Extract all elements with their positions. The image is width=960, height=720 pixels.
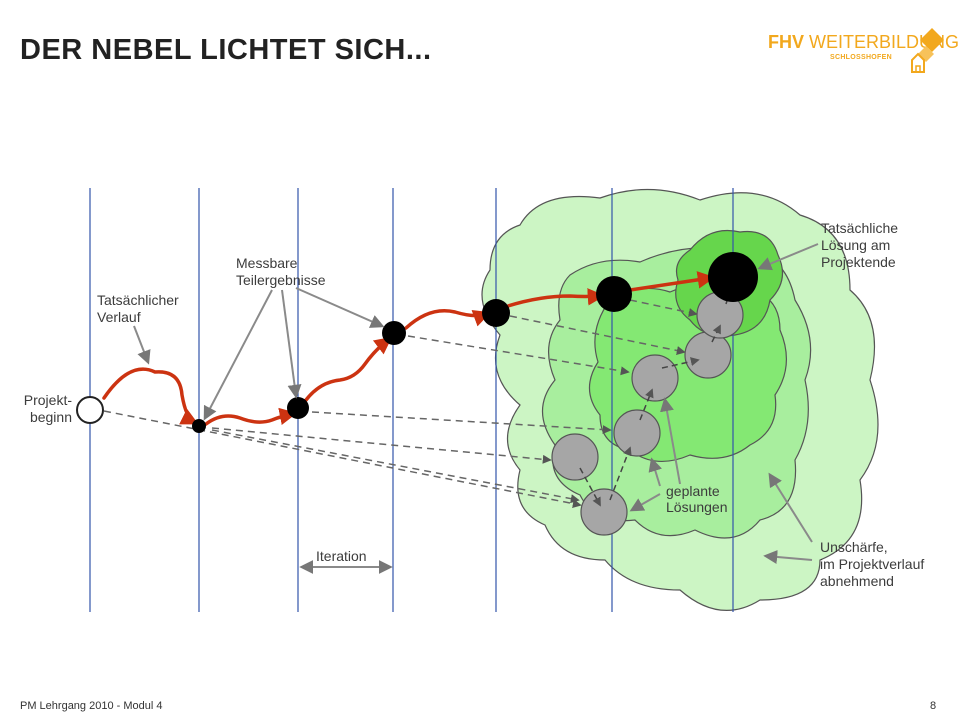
label-uncertainty-line2: im Projektverlauf <box>820 556 924 572</box>
annotation-arrow <box>757 243 819 271</box>
planned-projection <box>211 429 580 504</box>
label-iteration: Iteration <box>316 548 367 564</box>
milestone-dot <box>482 299 510 327</box>
annotation-arrow <box>295 287 385 328</box>
planned-solutions <box>551 291 744 536</box>
planned-solution-circle <box>631 354 679 402</box>
actual-path-segment <box>628 271 716 292</box>
planned-projection <box>407 335 630 376</box>
label-start-line2: beginn <box>30 409 72 425</box>
label-actual-solution-line3: Projektende <box>821 254 896 270</box>
annotation-arrow <box>133 325 151 365</box>
brand-logo: FHV WEITERBILDUNG SCHLOSSHOFEN <box>768 24 959 80</box>
project-start-circle <box>76 396 104 424</box>
label-actual-path-line2: Verlauf <box>97 309 141 325</box>
actual-path-segment <box>102 367 199 425</box>
planned-link <box>711 324 721 343</box>
label-measurable-line2: Teilergebnisse <box>236 272 326 288</box>
label-planned-line2: Lösungen <box>666 499 728 515</box>
planned-link <box>661 357 700 369</box>
planned-projection <box>509 315 686 355</box>
actual-path-segment <box>204 407 298 426</box>
actual-path <box>102 271 716 426</box>
label-actual-path-line1: Tatsächlicher <box>97 292 179 308</box>
logo-brand: FHV <box>768 32 804 52</box>
planned-link <box>579 467 601 507</box>
actual-path-segment <box>404 309 491 330</box>
logo-wordmark: FHV WEITERBILDUNG <box>768 32 959 53</box>
label-uncertainty-line1: Unschärfe, <box>820 539 888 555</box>
logo-word: WEITERBILDUNG <box>809 32 960 52</box>
annotation-arrow <box>768 472 813 543</box>
planned-projection <box>311 411 612 435</box>
milestone-dot <box>596 276 632 312</box>
label-uncertainty-line3: abnehmend <box>820 573 894 589</box>
planned-link <box>639 388 654 421</box>
page-number: 8 <box>930 700 937 712</box>
logo-subtitle: SCHLOSSHOFEN <box>830 54 892 61</box>
label-start-line1: Projekt- <box>24 392 73 408</box>
actual-path-segment <box>304 336 393 402</box>
annotation-arrow <box>660 397 681 485</box>
actual-path-segment <box>506 288 606 308</box>
planned-solution-circle <box>580 488 628 536</box>
label-planned-line1: geplante <box>666 483 720 499</box>
footer-course-label: PM Lehrgang 2010 - Modul 4 <box>20 700 163 712</box>
planned-solution-circle <box>551 433 599 481</box>
castle-logo-icon <box>911 28 944 73</box>
annotation-arrow <box>281 289 302 399</box>
annotation-arrow <box>203 289 273 421</box>
annotation-arrow <box>648 457 662 487</box>
planned-projection <box>211 427 552 464</box>
label-measurable-line1: Messbare <box>236 255 298 271</box>
final-solution-dot <box>708 252 758 302</box>
planned-projection <box>103 410 582 509</box>
milestone-dot <box>287 397 309 419</box>
label-actual-solution-line2: Lösung am <box>821 237 890 253</box>
label-actual-solution-line1: Tatsächliche <box>821 220 898 236</box>
planned-projection-lines <box>103 299 698 509</box>
milestone-dot <box>192 419 206 433</box>
page-title: DER NEBEL LICHTET SICH... <box>20 34 432 66</box>
annotation-arrow <box>629 493 661 512</box>
annotation-arrow <box>763 549 813 564</box>
milestone-dot <box>382 321 406 345</box>
planned-solution-circle <box>684 331 732 379</box>
planned-solution-circle <box>613 409 661 457</box>
annotation-arrows <box>133 243 819 574</box>
